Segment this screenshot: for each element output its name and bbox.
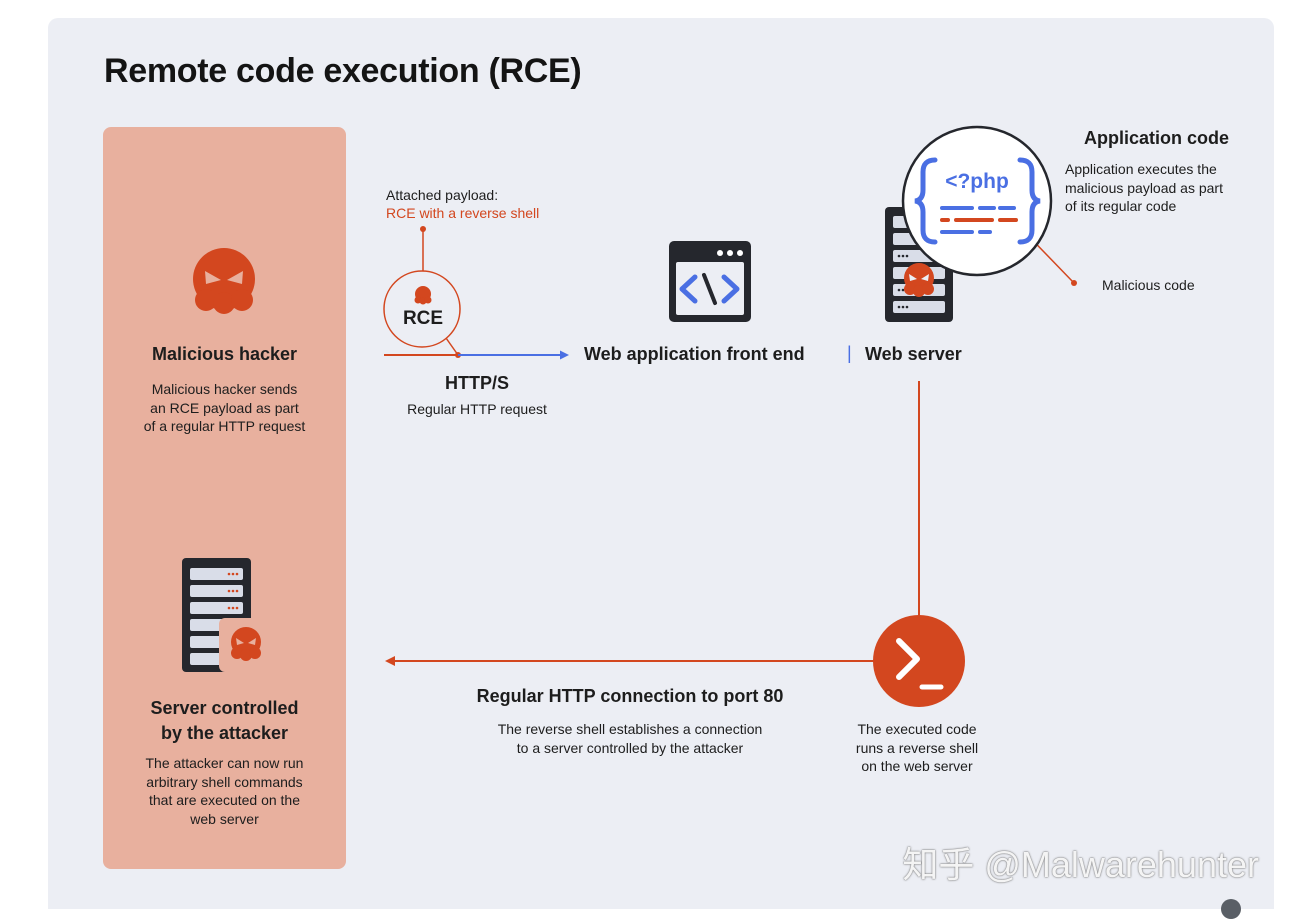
cursor-dot	[1221, 899, 1241, 919]
attacker-server-description-line: The attacker can now run	[145, 755, 304, 771]
protocol-label: HTTP/S	[444, 373, 509, 393]
web-server-label: Web server	[865, 344, 962, 364]
connection-description-line: The reverse shell establishes a connecti…	[497, 721, 763, 737]
attacker-server-icon	[182, 558, 269, 672]
hacker-description-line: Malicious hacker sends	[151, 381, 298, 397]
front-end-label: Web application front end	[584, 344, 805, 364]
watermark: 知乎 @Malwarehunter	[902, 844, 1259, 885]
page-title: Remote code execution (RCE)	[104, 52, 582, 90]
hacker-description-line: an RCE payload as part	[150, 399, 299, 416]
attacker-server-description-line: arbitrary shell commands	[146, 773, 303, 790]
code-window-icon	[669, 241, 751, 322]
reverse-shell-description-line: The executed code	[857, 721, 977, 737]
app-code-description-line: malicious payload as part	[1065, 179, 1223, 196]
attacker-server-heading-line: Server controlled	[150, 698, 299, 718]
rce-ghost-icon	[414, 286, 432, 305]
payload-label: Attached payload:	[386, 187, 499, 203]
request-caption: Regular HTTP request	[407, 401, 547, 417]
payload-callout	[383, 226, 461, 356]
attacker-server-heading: Server controlled by the attacker	[103, 696, 346, 746]
attacker-server-description-line: web server	[190, 810, 259, 827]
hacker-description-line: of a regular HTTP request	[143, 418, 306, 434]
reverse-shell-description-line: runs a reverse shell	[855, 739, 979, 756]
hacker-description: Malicious hacker sends an RCE payload as…	[103, 380, 346, 436]
label-separator: |	[847, 343, 852, 363]
reverse-shell-description: The executed code runs a reverse shell o…	[832, 720, 1002, 776]
attacker-server-heading-line: by the attacker	[160, 723, 289, 743]
php-code-label: <?php	[945, 170, 1009, 193]
app-code-heading: Application code	[1083, 128, 1229, 148]
connection-heading: Regular HTTP connection to port 80	[476, 686, 784, 706]
app-code-description: Application executes the malicious paylo…	[1065, 160, 1223, 216]
reverse-shell-arrow	[385, 656, 875, 666]
reverse-shell-description-line: on the web server	[861, 758, 973, 774]
attacker-server-description-line: that are executed on the	[149, 792, 300, 808]
rce-badge: RCE	[402, 308, 444, 329]
malicious-code-label: Malicious code	[1102, 277, 1195, 293]
terminal-icon	[873, 615, 965, 707]
app-code-description-line: Application executes the	[1065, 161, 1217, 177]
hacker-icon	[193, 248, 255, 314]
attacker-server-description: The attacker can now run arbitrary shell…	[103, 754, 346, 828]
connection-description-line: to a server controlled by the attacker	[516, 739, 744, 756]
app-code-description-line: of its regular code	[1065, 198, 1177, 214]
http-request-arrow	[384, 350, 569, 360]
connection-description: The reverse shell establishes a connecti…	[430, 720, 830, 757]
app-code-magnifier	[901, 125, 1053, 277]
hacker-heading: Malicious hacker	[151, 344, 298, 364]
payload-value: RCE with a reverse shell	[386, 205, 540, 221]
